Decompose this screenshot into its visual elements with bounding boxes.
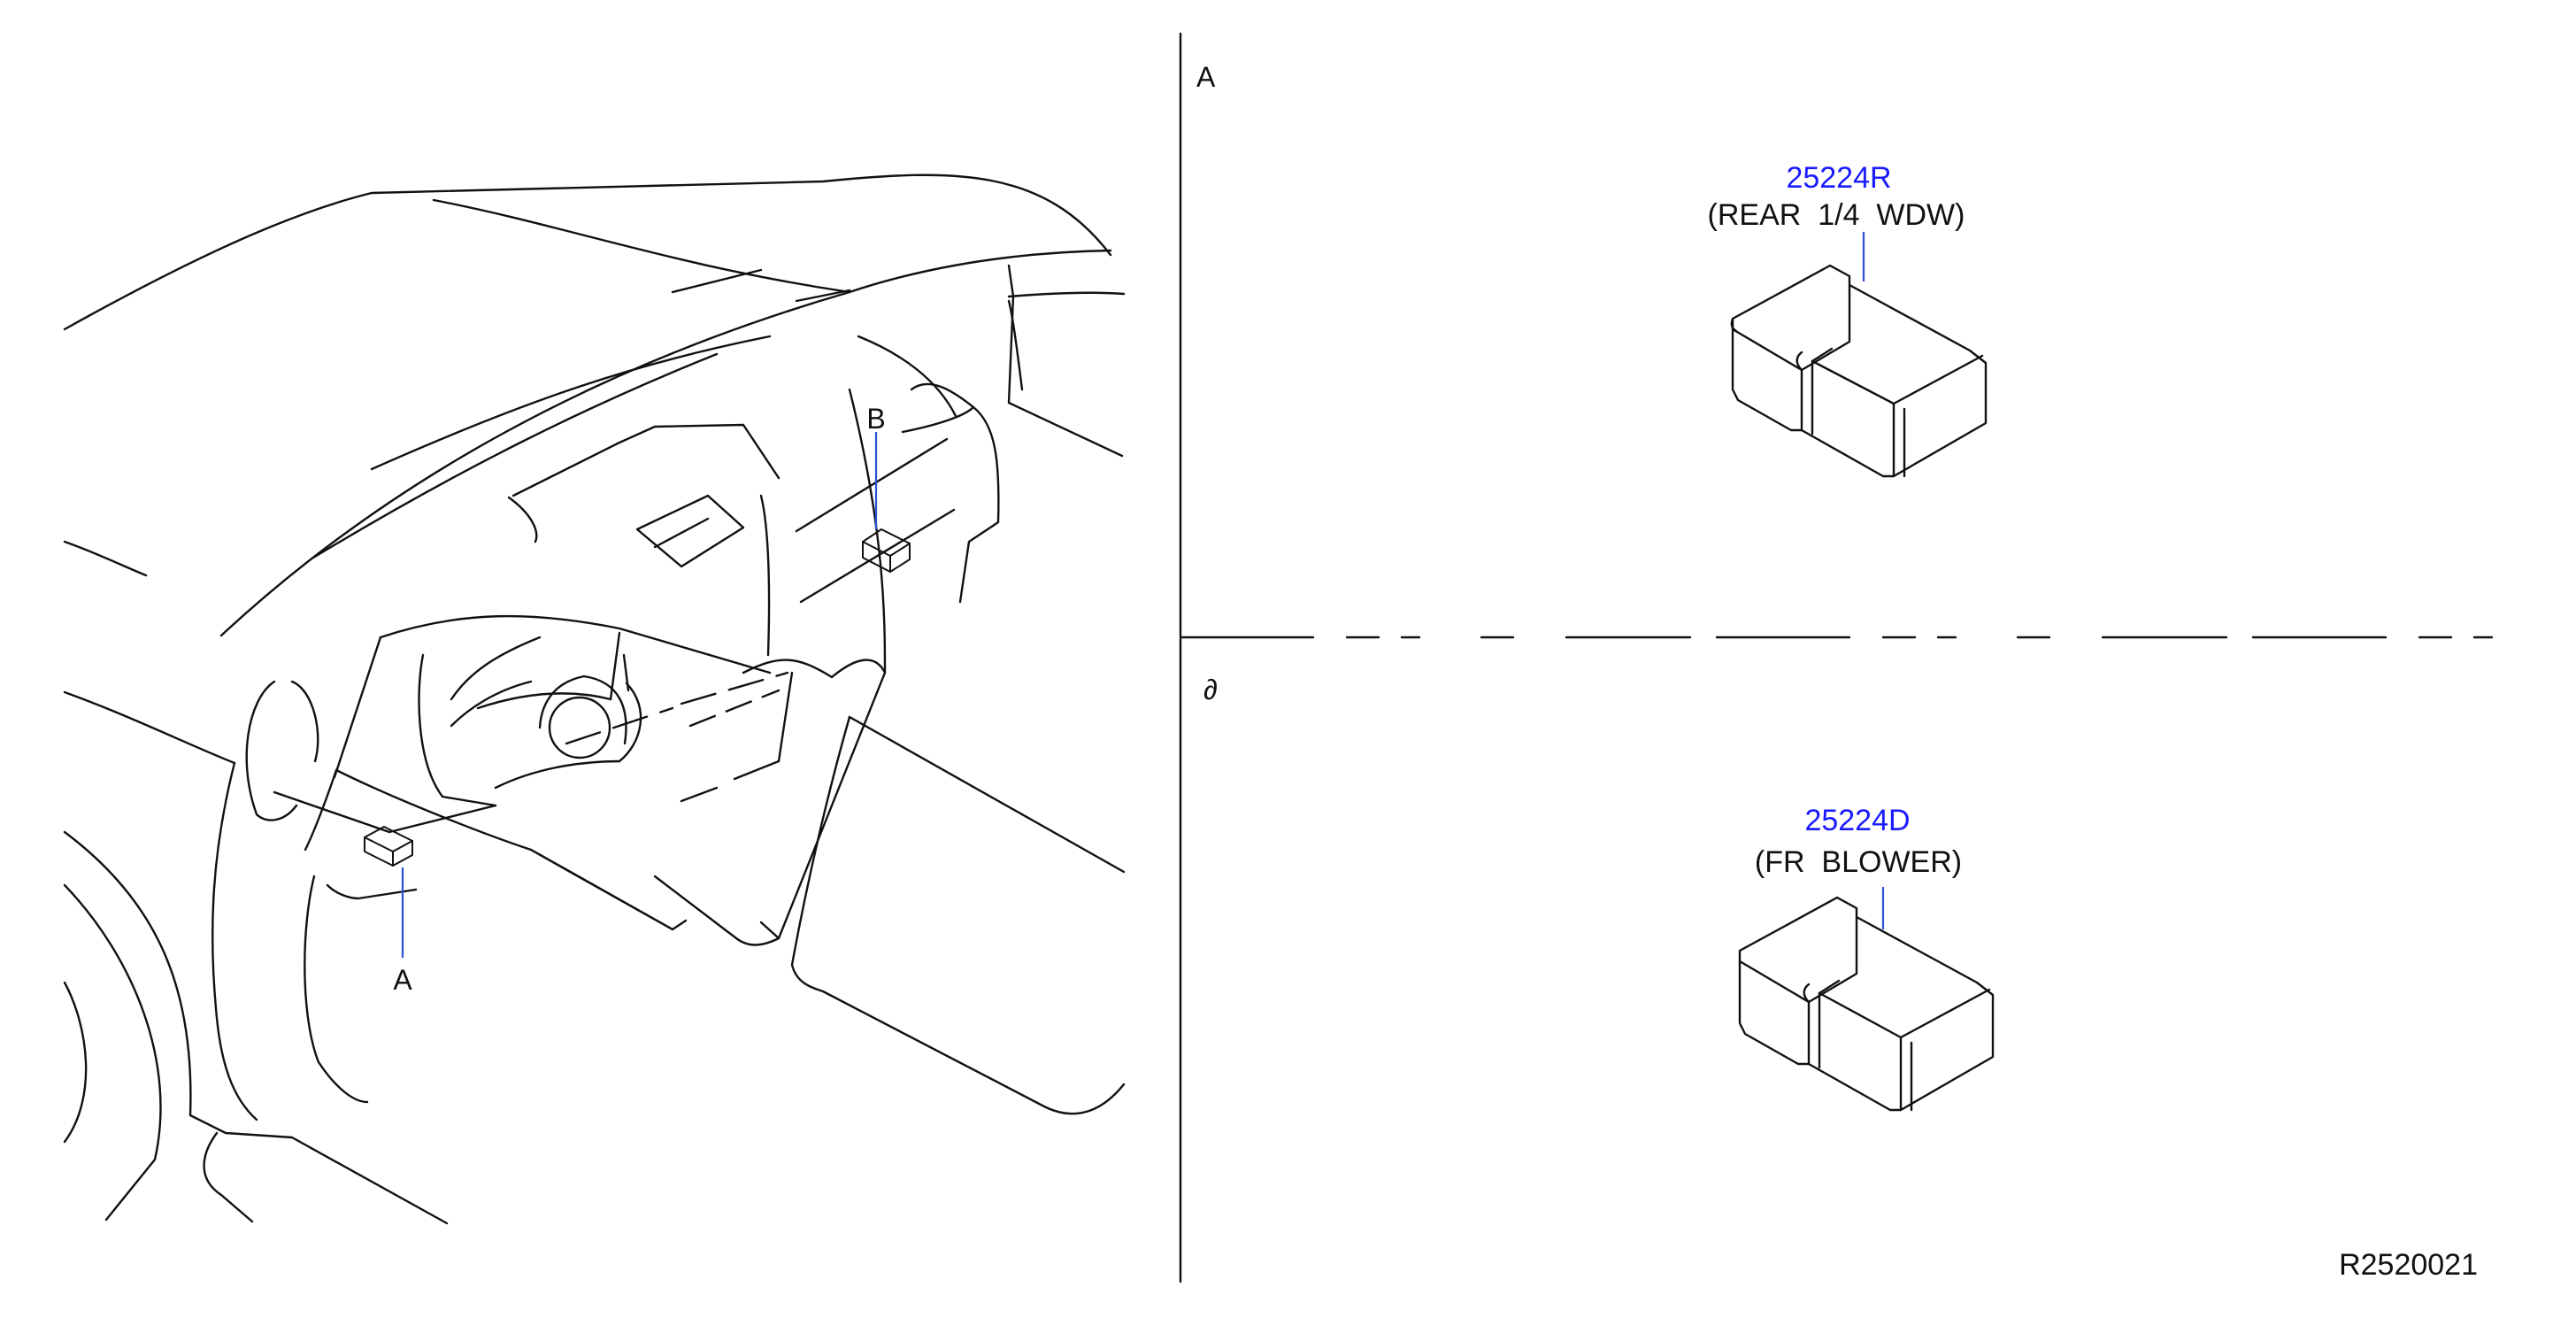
connector-a-icon	[364, 826, 413, 867]
panel-a-label: A	[1196, 61, 1216, 93]
relay-rear-quarter-icon	[1730, 264, 1988, 478]
part-description-rear-quarter: (REAR 1/4 WDW)	[1708, 198, 1965, 232]
callout-b: B	[866, 403, 885, 435]
part-number-rear-quarter: 25224R	[1786, 161, 1891, 195]
dashboard-illustration: B A	[63, 173, 1126, 1225]
connector-b-icon	[862, 528, 911, 573]
panel-a: A 25224R (REAR 1/4 WDW)	[1196, 61, 1988, 478]
relay-front-blower-icon	[1738, 896, 1995, 1112]
part-number-front-blower: 25224D	[1804, 804, 1910, 837]
callout-a: A	[393, 964, 412, 996]
panel-b-label: ∂	[1203, 674, 1218, 705]
panel-b: ∂ 25224D (FR BLOWER)	[1203, 674, 1995, 1112]
drawing-code: R2520021	[2339, 1248, 2478, 1282]
part-description-front-blower: (FR BLOWER)	[1755, 845, 1962, 879]
